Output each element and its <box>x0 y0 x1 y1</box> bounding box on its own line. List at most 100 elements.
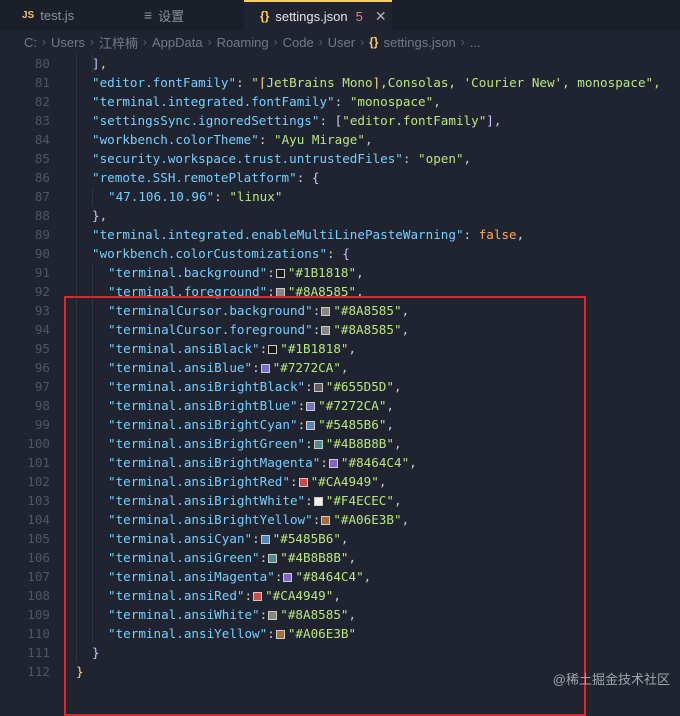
tab-test-js[interactable]: JS test.js <box>0 0 122 30</box>
color-swatch-icon[interactable] <box>268 554 278 563</box>
code-line: 111} <box>0 643 680 662</box>
punctuation-token: , <box>433 94 441 109</box>
code-line: 103"terminal.ansiBrightWhite":"#F4ECEC", <box>0 491 680 510</box>
code-line: 93"terminalCursor.background":"#8A8585", <box>0 301 680 320</box>
code-text: "terminal.ansiBrightRed":"#CA4949", <box>108 474 386 489</box>
breadcrumb-file[interactable]: settings.json <box>383 34 456 50</box>
code-text: "terminal.background":"#1B1818", <box>108 265 364 280</box>
tab-settings-ui[interactable]: ≡ 设置 <box>122 0 244 30</box>
color-swatch-icon[interactable] <box>328 459 338 468</box>
code-line: 109"terminal.ansiWhite":"#8A8585", <box>0 605 680 624</box>
color-swatch-icon[interactable] <box>321 307 331 316</box>
punctuation-token: , <box>99 56 108 71</box>
punctuation-token: , <box>348 550 357 565</box>
code-line: 88}, <box>0 206 680 225</box>
punctuation-token: , <box>393 379 402 394</box>
breadcrumb-item[interactable]: User <box>327 34 356 50</box>
line-number: 105 <box>27 531 50 546</box>
indent-guide <box>92 263 93 643</box>
chevron-right-icon: › <box>360 35 365 49</box>
color-swatch-icon[interactable] <box>298 478 308 487</box>
color-swatch-icon[interactable] <box>321 326 331 335</box>
code-text: "terminal.ansiBrightWhite":"#F4ECEC", <box>108 493 402 508</box>
json-string: "#4B8B8B" <box>280 550 349 565</box>
color-swatch-icon[interactable] <box>268 345 278 354</box>
punctuation-token: : <box>252 531 260 546</box>
json-key: "terminal.foreground" <box>108 284 268 299</box>
json-key: "terminal.ansiCyan" <box>108 531 253 546</box>
code-text: "terminalCursor.foreground":"#8A8585", <box>108 322 409 337</box>
punctuation-token: , <box>356 265 364 280</box>
code-text: "terminal.ansiBrightBlue":"#7272CA", <box>108 398 394 413</box>
breadcrumb-item[interactable]: C: <box>24 34 37 50</box>
code-text: "terminal.foreground":"#8A8585", <box>108 284 364 299</box>
code-text: "terminal.ansiWhite":"#8A8585", <box>108 607 356 622</box>
code-text: "terminal.ansiBrightCyan":"#5485B6", <box>108 417 394 432</box>
punctuation-token: , <box>386 417 394 432</box>
color-swatch-icon[interactable] <box>275 269 285 278</box>
indent-guide <box>76 54 77 662</box>
code-text: "terminal.ansiBlue":"#7272CA", <box>108 360 349 375</box>
code-line: 97"terminal.ansiBrightBlack":"#655D5D", <box>0 377 680 396</box>
breadcrumb-item[interactable]: 江梓楠 <box>98 35 138 51</box>
code-line: 94"terminalCursor.foreground":"#8A8585", <box>0 320 680 339</box>
json-string: "#1B1818" <box>287 265 357 280</box>
code-text: "terminal.ansiBrightGreen":"#4B8B8B", <box>108 436 402 451</box>
tab-label: 设置 <box>158 8 185 24</box>
code-text: "security.workspace.trust.untrustedFiles… <box>92 151 471 166</box>
line-number: 93 <box>34 303 50 318</box>
line-number: 90 <box>34 246 50 261</box>
close-icon[interactable]: ✕ <box>374 7 387 24</box>
color-swatch-icon[interactable] <box>275 630 285 639</box>
breadcrumb-item[interactable]: Roaming <box>216 34 269 50</box>
json-key: "workbench.colorTheme" <box>92 132 259 147</box>
json-key: "terminal.ansiBrightBlue" <box>108 398 298 413</box>
punctuation-token: : <box>312 303 321 318</box>
json-key: "terminal.ansiBrightYellow" <box>108 512 313 527</box>
code-line: 89"terminal.integrated.enableMultiLinePa… <box>0 225 680 244</box>
json-string: "#5485B6" <box>272 531 341 546</box>
code-line: 81"editor.fontFamily": "⌈JetBrains Mono⌉… <box>0 73 680 92</box>
bracket-token: ] <box>92 56 100 71</box>
color-swatch-icon[interactable] <box>321 516 331 525</box>
code-editor[interactable]: 80],81"editor.fontFamily": "⌈JetBrains M… <box>0 54 680 716</box>
punctuation-token: , <box>393 436 402 451</box>
color-swatch-icon[interactable] <box>260 364 270 373</box>
line-number: 104 <box>27 512 50 527</box>
json-string: "#7272CA" <box>272 360 341 375</box>
punctuation-token: , <box>348 341 357 356</box>
punctuation-token: , <box>356 284 364 299</box>
breadcrumb-more[interactable]: ... <box>469 34 481 50</box>
code-line: 108"terminal.ansiRed":"#CA4949", <box>0 586 680 605</box>
json-key: "settingsSync.ignoredSettings" <box>92 113 320 128</box>
color-swatch-icon[interactable] <box>313 440 323 449</box>
bracket-token: { <box>311 170 320 185</box>
json-key: "terminal.ansiBrightRed" <box>108 474 290 489</box>
breadcrumb-item[interactable]: Users <box>51 34 85 50</box>
json-file-icon: {} <box>260 9 270 23</box>
json-string: "#F4ECEC" <box>325 493 394 508</box>
breadcrumb-item[interactable]: Code <box>282 34 314 50</box>
line-number: 95 <box>34 341 50 356</box>
code-line: 110"terminal.ansiYellow":"#A06E3B" <box>0 624 680 643</box>
bracket-match-icon: ⌈ <box>258 75 267 90</box>
code-text: "terminal.ansiYellow":"#A06E3B" <box>108 626 356 641</box>
color-swatch-icon[interactable] <box>313 497 323 506</box>
bracket-token: } <box>76 664 84 679</box>
color-swatch-icon[interactable] <box>313 383 323 392</box>
line-number: 98 <box>34 398 50 413</box>
color-swatch-icon[interactable] <box>268 611 278 620</box>
color-swatch-icon[interactable] <box>283 573 293 582</box>
chevron-right-icon: › <box>207 35 212 49</box>
color-swatch-icon[interactable] <box>260 535 270 544</box>
punctuation-token: , <box>364 132 373 147</box>
tab-settings-json[interactable]: {} settings.json 5 ✕ <box>244 0 392 30</box>
chevron-right-icon: › <box>318 35 323 49</box>
color-swatch-icon[interactable] <box>306 421 316 430</box>
json-key: "workbench.colorCustomizations" <box>92 246 328 261</box>
color-swatch-icon[interactable] <box>306 402 316 411</box>
color-swatch-icon[interactable] <box>275 288 285 297</box>
color-swatch-icon[interactable] <box>253 592 263 601</box>
code-line: 106"terminal.ansiGreen":"#4B8B8B", <box>0 548 680 567</box>
breadcrumb-item[interactable]: AppData <box>151 34 203 50</box>
